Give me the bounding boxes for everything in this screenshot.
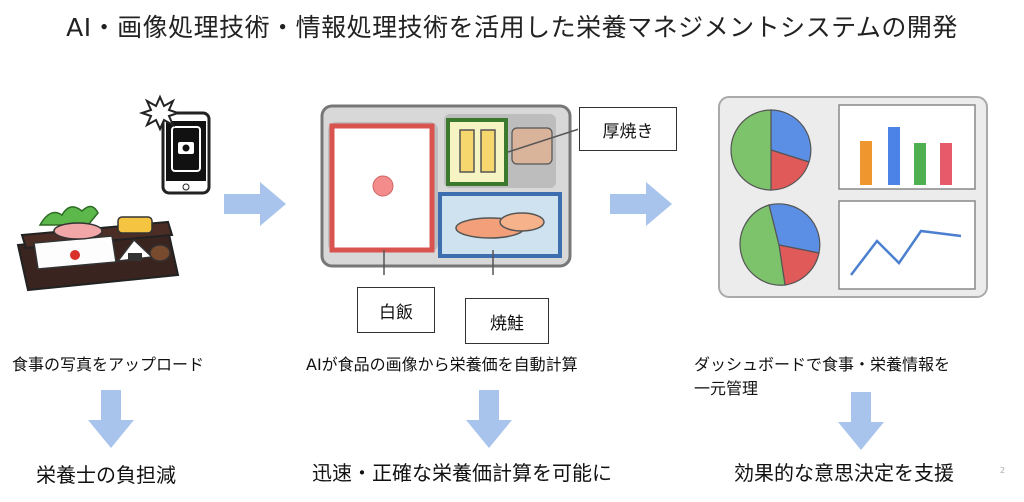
right-arrow-icon: [610, 182, 672, 226]
bar-chart-icon: [860, 127, 952, 185]
result-reduced-burden: 栄養士の負担減: [36, 463, 176, 487]
down-arrow-icon: [466, 390, 512, 448]
caption-dashboard-line1: ダッシュボードで食事・栄養情報を: [694, 355, 951, 374]
callout-atsuyaki: 厚焼き: [579, 107, 677, 151]
down-arrow-icon: [838, 392, 884, 450]
smartphone-icon: [161, 111, 211, 195]
line-chart-icon: [850, 229, 962, 276]
result-fast-accurate: 迅速・正確な栄養価計算を可能に: [312, 461, 612, 485]
caption-dashboard-line2: 一元管理: [694, 379, 759, 398]
camera-flash-icon: [138, 94, 182, 132]
food-tray-illustration: [320, 104, 578, 275]
pie-chart-icon: [730, 109, 812, 191]
dashboard-illustration: [718, 96, 988, 298]
page-title: AI・画像処理技術・情報処理技術を活用した栄養マネジメントシステムの開発: [66, 13, 958, 42]
omelet-detection-box: [446, 118, 508, 186]
callout-hakuhan: 白飯: [357, 287, 435, 333]
bento-box-icon: [16, 205, 180, 292]
page-number: 2: [1000, 466, 1006, 475]
callout-yakisake: 焼鮭: [465, 298, 549, 344]
right-arrow-icon: [224, 182, 286, 226]
caption-upload: 食事の写真をアップロード: [12, 355, 205, 374]
caption-ai-calc: AIが食品の画像から栄養価を自動計算: [306, 355, 578, 374]
down-arrow-icon: [88, 390, 134, 448]
pie-chart-icon: [739, 203, 821, 286]
upload-illustration: [16, 94, 211, 292]
result-decision-support: 効果的な意思決定を支援: [734, 461, 954, 485]
